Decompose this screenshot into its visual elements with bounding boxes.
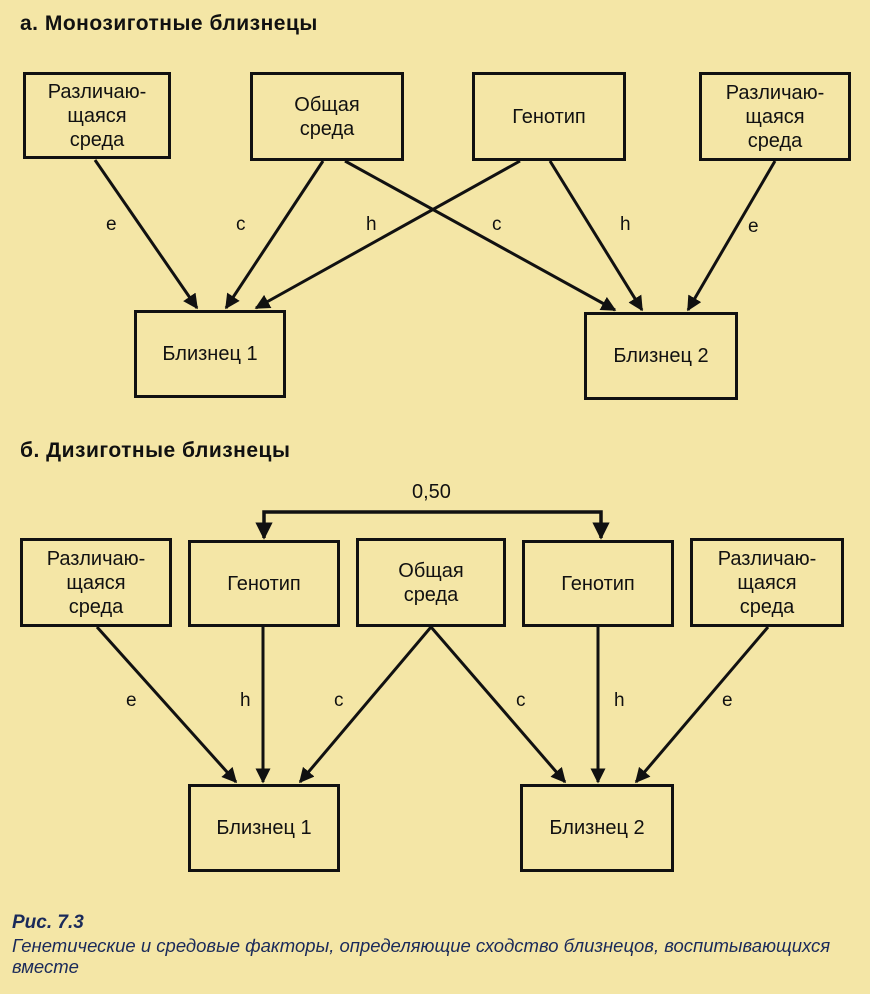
a-path-h-right: h (620, 214, 631, 235)
b-arrow-c-right (429, 626, 567, 784)
a-env-right-box: Различаю- щаяся среда (699, 72, 851, 161)
a-genotype-box: Генотип (472, 72, 626, 161)
b-arrow-e-right (634, 626, 770, 784)
b-twin2-box: Близнец 2 (520, 784, 674, 872)
b-path-h-right: h (614, 690, 625, 711)
a-shared-env-box: Общая среда (250, 72, 404, 161)
b-genotype-left-box: Генотип (188, 540, 340, 627)
a-arrow-e-right (686, 160, 777, 312)
b-path-e-left: e (126, 690, 137, 711)
a-arrow-c-left (224, 160, 325, 310)
b-arrow-c-left (298, 626, 433, 784)
section-b-title: б. Дизиготные близнецы (20, 439, 291, 462)
b-path-c-left: c (334, 690, 344, 711)
b-env-right-box: Различаю- щаяся среда (690, 538, 844, 627)
a-env-left-box: Различаю- щаяся среда (23, 72, 171, 159)
b-genotype-right-box: Генотип (522, 540, 674, 627)
a-twin1-box: Близнец 1 (134, 310, 286, 398)
figure-number: Рис. 7.3 (12, 912, 84, 933)
section-a-title: а. Монозиготные близнецы (20, 12, 318, 35)
a-arrow-h-right (548, 160, 644, 312)
a-twin2-box: Близнец 2 (584, 312, 738, 400)
b-path-h-left: h (240, 690, 251, 711)
b-shared-env-box: Общая среда (356, 538, 506, 627)
a-path-c-left: c (236, 214, 246, 235)
b-arrow-e-left (95, 625, 238, 784)
b-path-c-right: c (516, 690, 526, 711)
b-env-left-box: Различаю- щаяся среда (20, 538, 172, 627)
a-path-e-right: e (748, 216, 759, 237)
a-path-h-left: h (366, 214, 377, 235)
figure-caption: Генетические и средовые факторы, определ… (12, 935, 831, 977)
a-path-e-left: e (106, 214, 117, 235)
a-arrow-h-left (254, 159, 521, 310)
b-correlation-label: 0,50 (412, 481, 451, 503)
a-path-c-right: c (492, 214, 502, 235)
b-path-e-right: e (722, 690, 733, 711)
a-arrow-c-right (344, 159, 617, 312)
b-twin1-box: Близнец 1 (188, 784, 340, 872)
a-arrow-e-left (93, 159, 199, 310)
b-correlation-arrow (255, 510, 610, 540)
